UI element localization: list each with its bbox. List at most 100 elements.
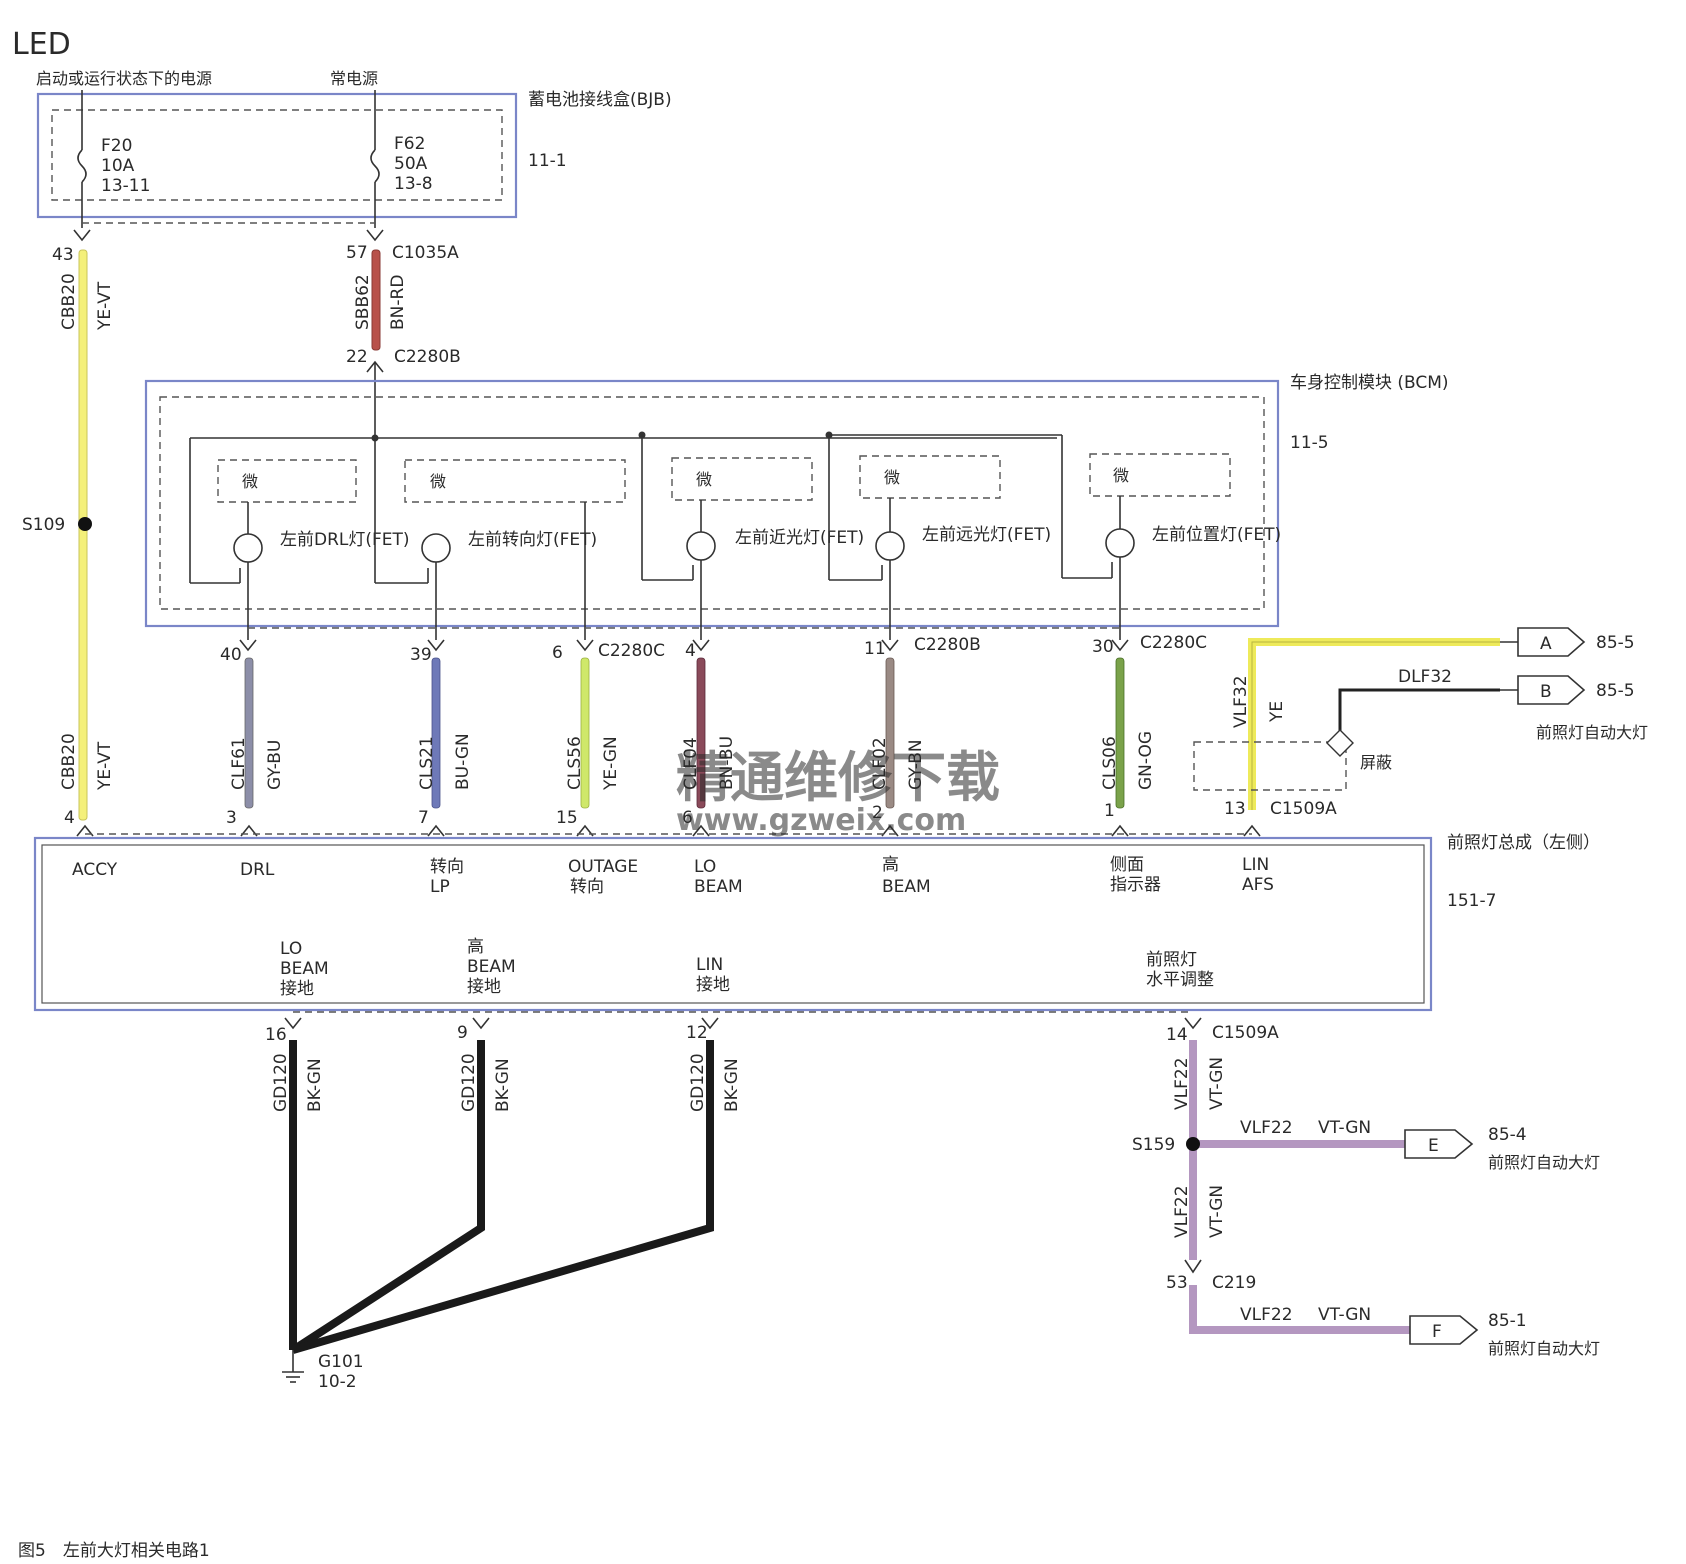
wire-cbb20	[78, 249, 88, 821]
wire-cls06-color: GN-OG	[1136, 731, 1156, 790]
fet-highbeam-icon	[875, 531, 905, 561]
hl-pin-lin-l2: AFS	[1242, 875, 1274, 895]
fet-position-icon	[1105, 528, 1135, 558]
hl-bpin-lo-l1: LO	[280, 939, 302, 959]
ground-circuit-1: GD120	[271, 1053, 291, 1112]
ground-color-3: BK-GN	[722, 1058, 742, 1112]
headlamp-inner-box	[41, 844, 1425, 1004]
ref-e-page: 85-4	[1488, 1125, 1527, 1145]
hl-bpin-level-l2: 水平调整	[1146, 970, 1214, 990]
ground-pin-3: 12	[686, 1023, 708, 1043]
bcm-box	[144, 379, 1280, 628]
wire-dlf32	[1338, 688, 1500, 735]
ref-a-page: 85-5	[1596, 633, 1635, 653]
fuse-f62-id: F62	[394, 134, 425, 154]
wire-cbb20-circuit-top: CBB20	[59, 273, 79, 330]
bcm-micro-2: 微	[430, 472, 446, 491]
figure-caption: 图5 左前大灯相关电路1	[18, 1541, 210, 1561]
level-e-color: VT-GN	[1318, 1118, 1371, 1138]
splice-s159-label: S159	[1132, 1135, 1175, 1155]
ref-a-id: A	[1540, 634, 1552, 654]
wire-cls06	[1115, 657, 1125, 809]
fet-drl-label: 左前DRL灯(FET)	[280, 530, 410, 550]
wire-vlf32-color: YE	[1267, 701, 1287, 723]
wire-clf04-top-pin: 4	[685, 641, 696, 661]
bcm-label: 车身控制模块 (BCM)	[1290, 373, 1449, 393]
wire-cls21-color: BU-GN	[453, 733, 473, 790]
ignition-power-label: 启动或运行状态下的电源	[36, 69, 212, 88]
wire-clf02-circuit: CLF02	[870, 737, 890, 790]
headlamp-box	[33, 836, 1433, 1012]
wire-cls21	[431, 657, 441, 809]
wire-cls06-bottom-pin: 1	[1104, 801, 1115, 821]
ref-b-page: 85-5	[1596, 681, 1635, 701]
diagram-title: LED	[12, 27, 71, 62]
wire-clf02-top-pin: 11	[864, 639, 886, 659]
hl-pin-lobeam-l1: LO	[694, 857, 716, 877]
watermark-url: www.gzweix.com	[676, 803, 966, 838]
bjb-page: 11-1	[528, 151, 567, 171]
wire-cbb20-top-pin: 43	[52, 245, 74, 265]
wire-cls06-circuit: CLS06	[1100, 736, 1120, 790]
wire-sbb62-bottom-pin: 22	[346, 347, 368, 367]
wire-cbb20-circuit-bottom: CBB20	[59, 733, 79, 790]
ground-id: G101	[318, 1352, 364, 1372]
wire-sbb62-top-pin: 57	[346, 243, 368, 263]
hl-bpin-lin-l1: LIN	[696, 955, 723, 975]
fet-turn-label: 左前转向灯(FET)	[468, 530, 597, 550]
wire-clf02-bottom-pin: 2	[872, 803, 883, 823]
ref-f-id: F	[1432, 1322, 1442, 1342]
bcm-micro-1: 微	[242, 472, 258, 491]
wire-dlf32-label: DLF32	[1398, 667, 1452, 687]
wire-cls56-bottom-pin: 15	[556, 808, 578, 828]
wire-cls56	[580, 657, 590, 809]
level-f-circuit: VLF22	[1240, 1305, 1293, 1325]
watermark-text: 精通维修下载	[676, 746, 1000, 809]
fuse-f20-icon	[77, 149, 87, 183]
wire-vlf32-circuit: VLF32	[1231, 675, 1251, 728]
wire-cls21-bottom-pin: 7	[418, 808, 429, 828]
fet-lowbeam-icon	[686, 531, 716, 561]
hl-bpin-lo-l3: 接地	[280, 979, 314, 999]
wire-clf61	[244, 657, 254, 809]
ref-b-icon	[1517, 675, 1586, 705]
ref-e-icon	[1404, 1129, 1474, 1159]
wire-cls06-connector: C2280C	[1140, 633, 1207, 653]
wire-clf61-bottom-pin: 3	[226, 808, 237, 828]
wire-vlf32	[1248, 638, 1500, 810]
ground-color-1: BK-GN	[305, 1058, 325, 1112]
ground-circuit-3: GD120	[688, 1053, 708, 1112]
fet-drl-icon	[233, 533, 263, 563]
fet-highbeam-label: 左前远光灯(FET)	[922, 525, 1051, 545]
wire-clf04	[696, 657, 706, 809]
ground-pin-1: 16	[265, 1025, 287, 1045]
ground-pin-2: 9	[457, 1023, 468, 1043]
shield-icon	[1326, 729, 1354, 757]
hl-pin-turn-l1: 转向	[430, 857, 464, 877]
level-circuit-1: VLF22	[1172, 1057, 1192, 1110]
level-circuit-2: VLF22	[1172, 1185, 1192, 1238]
splice-s109-label: S109	[22, 515, 65, 535]
wire-clf02-color: GY-BN	[906, 739, 926, 790]
splice-s109	[78, 517, 92, 531]
splice-s159	[1186, 1137, 1200, 1151]
fet-lowbeam-label: 左前近光灯(FET)	[735, 528, 864, 548]
hl-bpin-level-l1: 前照灯	[1146, 950, 1197, 970]
hl-pin-lin-l1: LIN	[1242, 855, 1269, 875]
wire-clf61-circuit: CLF61	[229, 737, 249, 790]
hl-bpin-lin-l2: 接地	[696, 975, 730, 995]
wire-sbb62-connector2: C2280B	[394, 347, 461, 367]
fuse-f62-rating: 50A	[394, 154, 428, 174]
ref-f-desc: 前照灯自动大灯	[1488, 1339, 1600, 1358]
bjb-box	[36, 92, 518, 219]
level-connector: C1509A	[1212, 1023, 1279, 1043]
level-f-color: VT-GN	[1318, 1305, 1371, 1325]
bcm-micro-4: 微	[884, 468, 900, 487]
level-c219: C219	[1212, 1273, 1256, 1293]
wire-clf61-top-pin: 40	[220, 645, 242, 665]
wire-clf61-color: GY-BU	[265, 740, 285, 790]
ground-color-2: BK-GN	[493, 1058, 513, 1112]
wire-sbb62-connector: C1035A	[392, 243, 459, 263]
wire-clf04-color: BN-BU	[717, 736, 737, 790]
bcm-inner-box	[159, 396, 1265, 610]
